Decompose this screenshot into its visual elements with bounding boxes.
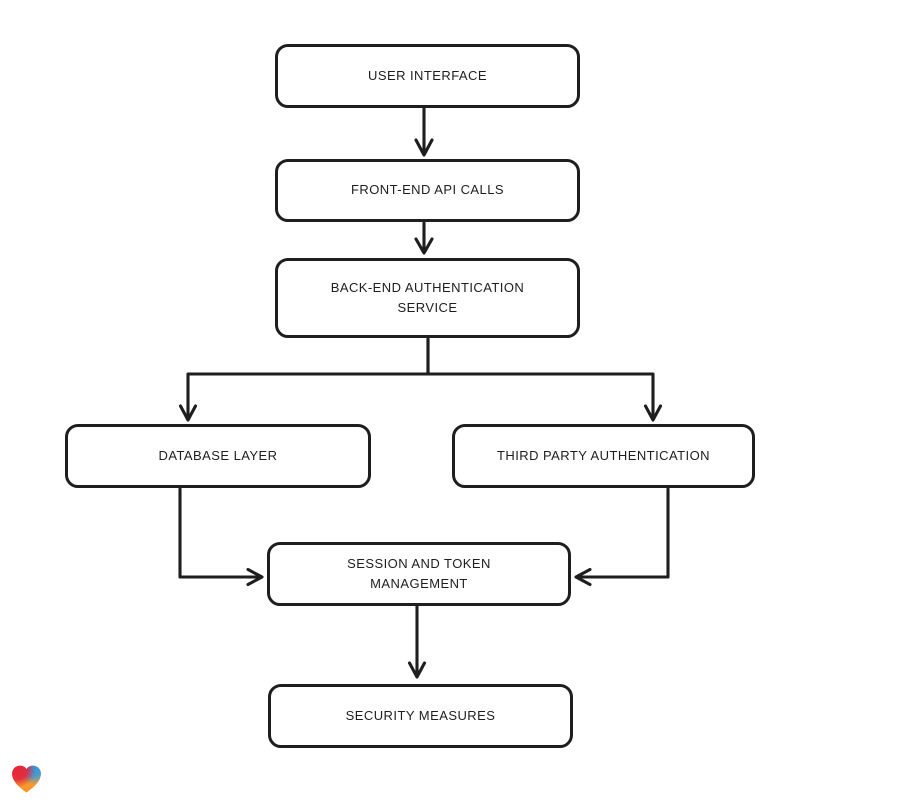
edge-ui-to-api [414, 107, 434, 157]
edge-backend-to-thirdparty [426, 337, 663, 422]
node-third-party-authentication: THIRD PARTY AUTHENTICATION [452, 424, 755, 488]
edge-thirdparty-to-session [574, 487, 670, 587]
edge-api-to-backend [414, 221, 434, 255]
node-back-end-authentication-service: BACK-END AUTHENTICATION SERVICE [275, 258, 580, 338]
node-front-end-api-calls: FRONT-END API CALLS [275, 159, 580, 222]
edge-session-to-security [407, 604, 427, 679]
node-security-measures: SECURITY MEASURES [268, 684, 573, 748]
edge-database-to-session [178, 487, 264, 587]
node-database-layer: DATABASE LAYER [65, 424, 371, 488]
gradient-heart-logo[interactable] [10, 763, 43, 795]
node-session-and-token-management: SESSION AND TOKEN MANAGEMENT [267, 542, 571, 606]
node-user-interface: USER INTERFACE [275, 44, 580, 108]
edge-backend-to-database [178, 337, 430, 422]
